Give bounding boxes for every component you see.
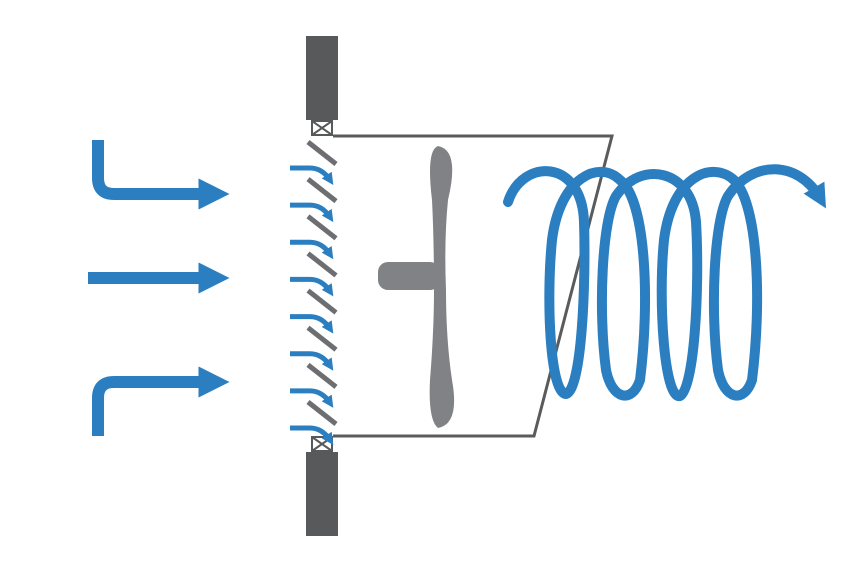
fan-hub-icon [378, 262, 440, 290]
louver-vane-icon [306, 140, 338, 166]
inlet-arrows [88, 140, 230, 436]
louver-flow-arrow-icon [290, 239, 334, 260]
louver-vane-icon [306, 288, 338, 315]
fan-blade-icon [429, 146, 455, 428]
louver-flow-arrow-icon [290, 202, 334, 223]
louver-vane-icon [306, 251, 338, 278]
bearing-icon [311, 120, 333, 136]
louver-flow-arrow-icon [290, 276, 334, 297]
louver-vane-icon [306, 400, 338, 426]
louver-flow-arrow-icon [290, 425, 334, 445]
wall [306, 36, 338, 536]
louver-flow-arrow-icon [290, 388, 334, 408]
wall-icon [306, 36, 338, 120]
louver-flow-arrow-icon [290, 314, 334, 334]
fan [378, 146, 455, 428]
swirl-airflow [503, 164, 827, 401]
louver-vane-icon [306, 214, 338, 241]
louver-vane-icon [306, 362, 338, 389]
louver-vane-icon [306, 177, 338, 204]
louver-flows [290, 165, 334, 445]
inlet-arrow-icon [92, 140, 230, 210]
louver-flow-arrow-icon [290, 351, 334, 371]
fan-housing [333, 134, 614, 438]
louvers [306, 140, 338, 426]
louver-flow-arrow-icon [290, 165, 334, 185]
inlet-arrow-icon [92, 366, 230, 436]
swirl-airflow-icon [503, 164, 827, 401]
louver-vane-icon [306, 325, 338, 352]
wall-icon [306, 452, 338, 536]
